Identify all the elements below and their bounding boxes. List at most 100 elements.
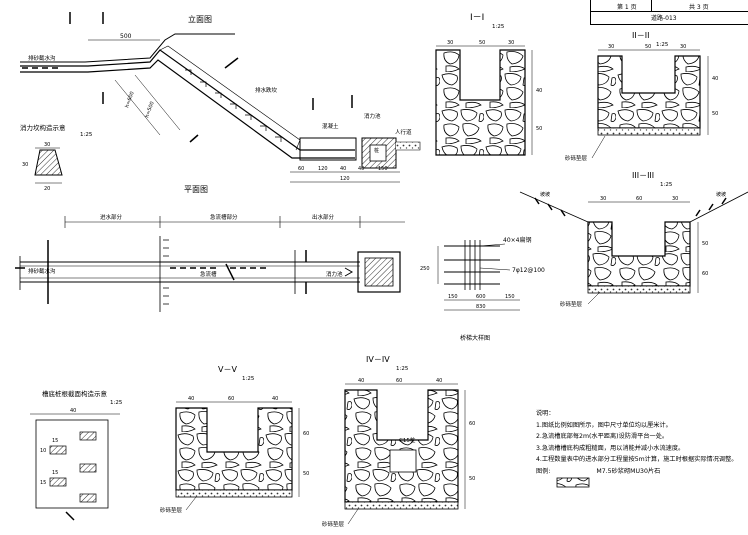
stair-dim-bottom: 600 bbox=[476, 294, 486, 300]
chute-steps bbox=[185, 69, 282, 142]
sec6-pile bbox=[389, 449, 417, 473]
sec6-scale: 1:25 bbox=[396, 366, 409, 372]
sec6-label: 砂砾垫层 bbox=[322, 520, 345, 528]
dim-bottom: 150 bbox=[378, 166, 388, 172]
sec4-frame bbox=[35, 419, 109, 509]
ground-line bbox=[20, 33, 235, 63]
arrow-icon bbox=[344, 267, 354, 277]
dim-bottom: 60 bbox=[298, 166, 304, 172]
section-5: V－V 1:25 40 60 40 60 50 砂砾垫层 bbox=[160, 365, 309, 514]
slope-a: h=600 bbox=[124, 91, 135, 109]
sec4-dim: 15 bbox=[40, 480, 46, 486]
sec6-dim: 60 bbox=[396, 378, 402, 384]
basin-plan-inner bbox=[364, 257, 394, 287]
stair-detail: 40×4扁钢 7φ12@100 250 150 600 150 830 桥梯大样… bbox=[420, 236, 545, 342]
sec2-side-dim: 40 bbox=[712, 76, 718, 82]
title-block-divider bbox=[651, 0, 652, 11]
label-pile: 桩 bbox=[374, 147, 379, 154]
sec1-side-dim: 40 bbox=[536, 88, 542, 94]
sec5-dim: 40 bbox=[188, 396, 194, 402]
sec4-tooth bbox=[79, 493, 97, 503]
plan-title: 平面图 bbox=[184, 185, 208, 194]
leader-line bbox=[185, 496, 197, 511]
dim-bottom: 40 bbox=[340, 166, 346, 172]
sec6-gravel bbox=[344, 501, 459, 510]
force-dim: 20 bbox=[44, 186, 50, 192]
sec5-side-dim: 50 bbox=[303, 471, 309, 477]
stair-dim-bottom: 150 bbox=[505, 294, 515, 300]
sec5-title: V－V bbox=[218, 365, 237, 374]
section-2: II－II 1:25 30 50 30 40 50 砂砾垫层 bbox=[565, 31, 718, 162]
section-3: III－III 1:25 30 60 30 坡坡 坡坡 50 60 砂砾垫层 bbox=[519, 171, 748, 308]
force-block-shape bbox=[34, 149, 63, 176]
sec3-dim: 30 bbox=[600, 196, 606, 202]
note-item: 3.急流槽槽底构成粗糙面，用以消能并减小水流速度。 bbox=[536, 444, 685, 452]
sec3-dim: 30 bbox=[672, 196, 678, 202]
force-dim: 30 bbox=[22, 162, 28, 168]
sec3-right-label: 坡坡 bbox=[716, 191, 726, 198]
sec2-gravel bbox=[597, 127, 701, 136]
plan-ticks bbox=[163, 239, 169, 305]
note-item: 4.工程数量表中的进水部分工程量按5m计算，施工时根据实际情况调整。 bbox=[536, 456, 738, 463]
page-total: 共 3 页 bbox=[689, 4, 709, 11]
sec3-dim: 60 bbox=[636, 196, 642, 202]
leader-line bbox=[479, 267, 511, 271]
chute-top bbox=[20, 49, 355, 151]
stair-dim-total: 830 bbox=[476, 304, 486, 310]
stair-rails bbox=[464, 240, 481, 290]
sec1-scale: 1:25 bbox=[492, 24, 505, 30]
stair-title: 桥梯大样图 bbox=[460, 334, 490, 342]
label-drain: 排砂截水沟 bbox=[28, 54, 56, 62]
concrete-slab bbox=[299, 137, 357, 161]
sheet-code: 道路-013 bbox=[651, 15, 677, 22]
notes-heading: 说明： bbox=[536, 410, 555, 417]
sec4-title: 槽底桩根截面构造示意 bbox=[42, 389, 108, 398]
dim-bottom-total: 120 bbox=[340, 176, 350, 182]
note-item: 2.急流槽底部每2m(水平距离)设防滑平台一处。 bbox=[536, 433, 669, 440]
notes: 说明： 1.图纸比例如图所示，图中尺寸单位均以厘米计。 2.急流槽底部每2m(水… bbox=[536, 408, 741, 477]
sec5-gravel bbox=[175, 489, 293, 498]
plan-cross-lines bbox=[19, 236, 296, 312]
dim-bottom: 40 bbox=[358, 166, 364, 172]
sec6-dim: 40 bbox=[436, 378, 442, 384]
sec4-dim: 15 bbox=[52, 438, 58, 444]
sec3-slope bbox=[519, 191, 748, 223]
stair-dim-side: 250 bbox=[420, 266, 430, 272]
label-concrete: 混凝土 bbox=[322, 122, 339, 130]
section-6: IV－IV 1:25 40 60 40 C15桩 60 50 砂砾垫层 bbox=[322, 355, 475, 528]
stair-landing bbox=[396, 141, 421, 151]
sec6-side-dim: 60 bbox=[469, 421, 475, 427]
sec3-scale: 1:25 bbox=[660, 182, 673, 188]
sec6-shape bbox=[344, 389, 459, 503]
sec2-scale: 1:25 bbox=[656, 42, 669, 48]
sec1-dim: 30 bbox=[508, 40, 514, 46]
basin-plan bbox=[357, 251, 401, 293]
sec4-tooth bbox=[49, 477, 67, 487]
slope-dim bbox=[114, 79, 161, 136]
plan-label-chute: 急流槽 bbox=[200, 270, 217, 278]
sec2-title: II－II bbox=[632, 31, 649, 40]
plan-seg-1: 进水部分 bbox=[100, 213, 123, 221]
sec3-left-label: 坡坡 bbox=[540, 191, 550, 198]
chute-edge bbox=[159, 45, 301, 151]
sec2-shape bbox=[597, 55, 701, 129]
dim-top: 500 bbox=[120, 33, 132, 40]
force-block-detail: 消力坎构造示意 1:25 30 30 20 bbox=[20, 123, 93, 192]
stair-rebar-a: 40×4扁钢 bbox=[503, 236, 531, 244]
slope-dim bbox=[134, 74, 181, 131]
plan-label-drain: 排砂截水沟 bbox=[28, 267, 56, 275]
sec5-shape bbox=[175, 407, 293, 491]
sec5-dim: 40 bbox=[272, 396, 278, 402]
section-4: 槽底桩根截面构造示意 1:25 40 15 10 15 15 bbox=[30, 389, 123, 521]
leader-line bbox=[591, 135, 606, 159]
section-mark bbox=[225, 263, 235, 281]
sec3-gravel bbox=[587, 285, 691, 294]
leader-line bbox=[587, 291, 601, 305]
label-stair: 人行道 bbox=[395, 128, 412, 136]
sec4-tooth bbox=[49, 445, 67, 455]
section-mark bbox=[65, 511, 75, 521]
sec3-title: III－III bbox=[632, 171, 654, 180]
slope-b: h=500 bbox=[144, 101, 155, 119]
legend-label: 图例: bbox=[536, 467, 551, 475]
